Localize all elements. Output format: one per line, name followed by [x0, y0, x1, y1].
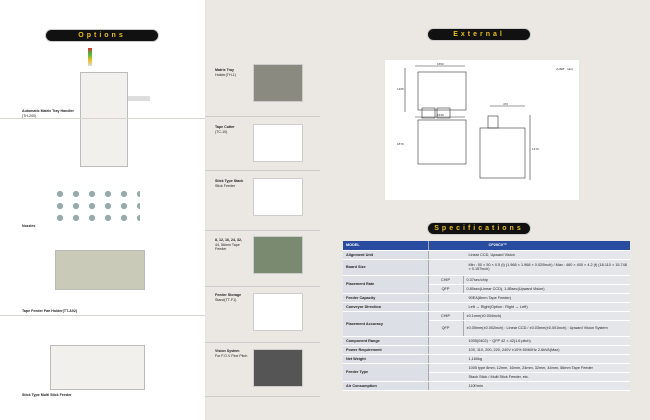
dimension-drawing: 1650 1430 1465 1870 1470 470	[397, 62, 539, 180]
tray-handler-image	[80, 72, 128, 167]
spec-value: 110ℓ/min	[428, 381, 630, 391]
header-model: MODEL	[343, 241, 429, 251]
spec-value: Min : 50 × 50 × 0.5 (t) (1.968 × 1.968 ×…	[428, 259, 630, 276]
spec-key: Board Size	[343, 259, 429, 276]
spec-key: Power Requirement	[343, 345, 429, 355]
spec-sub: CHIP	[428, 311, 464, 321]
spec-value: 1005 type 8mm, 12mm, 16mm, 24mm, 32mm, 4…	[428, 363, 630, 373]
label-tape-feeders: 8, 12, 16, 24, 32,44, 56mm Tape Feeder	[215, 238, 242, 251]
spec-key: Placement Rate	[343, 275, 429, 294]
external-title: External	[428, 29, 530, 40]
header-model-value: CP20CV™	[428, 241, 630, 251]
divider	[205, 230, 320, 231]
specifications-title: Specifications	[428, 223, 530, 234]
dim-width: 1650	[437, 62, 444, 66]
spec-value: 100, 110, 200, 220, 240V ±10% 50/60Hz 2.…	[428, 345, 630, 355]
dim-depth: 1430	[437, 113, 444, 117]
multi-stick-feeder-image	[50, 345, 145, 390]
tray-shelf	[128, 96, 150, 101]
spec-value: 1005(0402) ~ QFP 42 × 42(1.6 pitch)	[428, 336, 630, 346]
divider	[205, 116, 320, 117]
dim-height: 1870	[397, 142, 404, 146]
external-drawing: (UNIT : mm) 1650 1430 1465 1870 1470 470	[385, 60, 579, 200]
spec-key: Air Consumption	[343, 381, 429, 391]
spec-value: Left → Right(Option : Right → Left)	[428, 302, 630, 312]
label-nozzles: Nozzles	[22, 224, 36, 228]
table-row: QFP±0.05mm(±0.002inch) : Linear CCD / ±0…	[343, 320, 630, 337]
divider	[0, 315, 205, 316]
label-tape-cutter: Tape Cutter(TC-10)	[215, 125, 235, 134]
spec-value: 1,160kg	[428, 354, 630, 364]
label-tape-feeder: Tape Feeder Fan Holder(TT-A02)	[22, 309, 78, 313]
spec-key: Feeder Capacity	[343, 293, 429, 303]
matrix-tray-image	[253, 64, 303, 102]
tape-feeders-image	[253, 236, 303, 274]
nozzles-image	[52, 188, 140, 223]
spec-key: Component Range	[343, 336, 429, 346]
divider	[205, 170, 320, 171]
dim-height-2: 1470	[532, 147, 539, 151]
spec-key: Net Weight	[343, 354, 429, 364]
spec-value: 90EA(8mm Tape Feeder)	[428, 293, 630, 303]
stack-stick-feeder-image	[253, 178, 303, 216]
label-tray-handler: Automatic Matrix Tray Handler(TH-200)	[22, 109, 74, 118]
spec-value: Stack Stick / Multi Stick Feeder, etc.	[428, 372, 630, 382]
spec-key: Feeder Type	[343, 363, 429, 382]
spec-value: Linear CCD, Upward Vision	[428, 250, 630, 260]
options-title: Options	[46, 30, 158, 41]
spec-sub: QFP	[428, 284, 464, 294]
spec-key: Alignment Unit	[343, 250, 429, 260]
divider	[205, 286, 320, 287]
spec-value: ±0.1mm(±0.004inch)	[463, 311, 630, 321]
spec-value: 0.80sec(Linear CCD), 1.85sec(Upward Visi…	[463, 284, 630, 294]
dim-top: 470	[503, 102, 508, 106]
options-page: Options Automatic Matrix Tray Handler(TH…	[0, 0, 205, 420]
tape-feeder-image	[55, 250, 145, 290]
divider	[205, 342, 320, 343]
unit-label: (UNIT : mm)	[556, 67, 573, 71]
label-multi-stick-feeder: Stick Type Multi Stick Feeder	[22, 393, 72, 397]
vision-system-image	[253, 349, 303, 387]
spec-value: 0.37sec/chip	[463, 275, 630, 285]
spec-sub: CHIP	[428, 275, 464, 285]
table-row: Stack Stick / Multi Stick Feeder, etc.	[343, 372, 630, 382]
divider	[205, 396, 320, 397]
feeder-storage-image	[253, 293, 303, 331]
divider	[0, 118, 205, 119]
spec-value: ±0.05mm(±0.002inch) : Linear CCD / ±0.03…	[463, 320, 630, 337]
dim-side: 1465	[397, 87, 404, 91]
spec-key: Placement Accuracy	[343, 311, 429, 337]
tape-cutter-image	[253, 124, 303, 162]
signal-tower-image	[88, 48, 92, 66]
spec-sub: QFP	[428, 320, 464, 337]
spec-key: Conveyor Direction	[343, 302, 429, 312]
